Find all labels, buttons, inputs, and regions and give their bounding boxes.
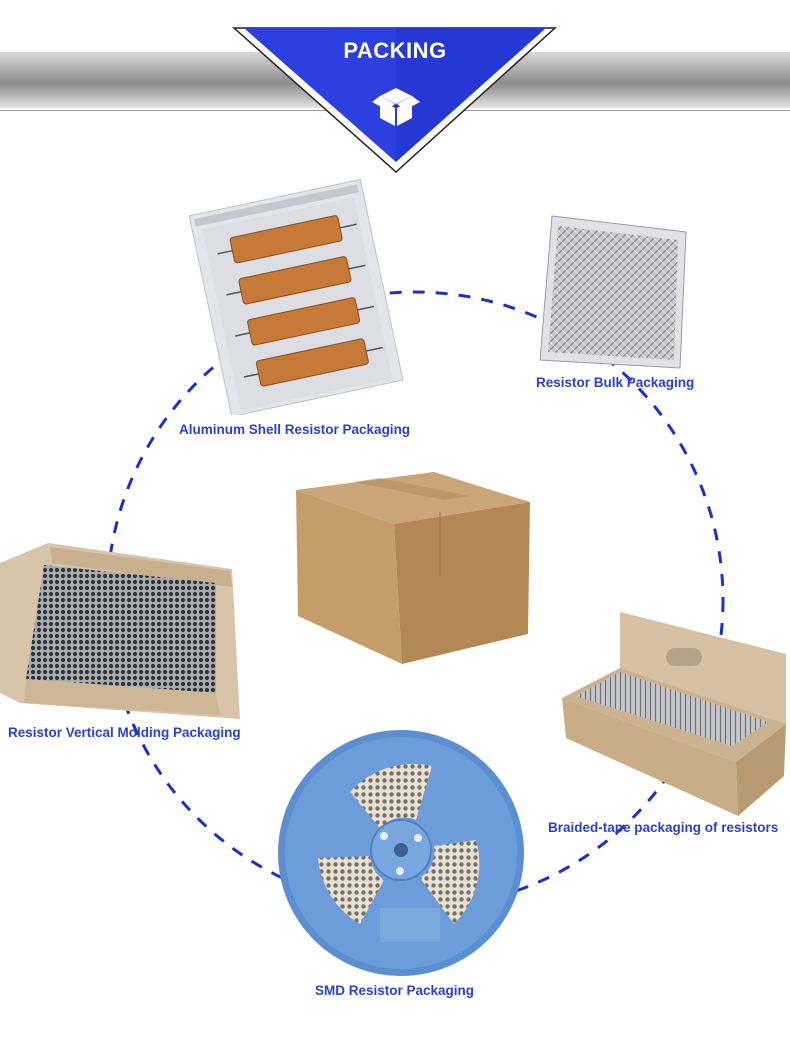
caption-aluminum-shell: Aluminum Shell Resistor Packaging <box>179 422 411 437</box>
resistor-vertical-molding-tray-image <box>0 543 240 719</box>
resistor-bulk-bag-image <box>539 215 687 369</box>
caption-smd: SMD Resistor Packaging <box>315 983 475 998</box>
caption-vertical-molding: Resistor Vertical Molding Packaging <box>8 725 241 740</box>
page-title: PACKING <box>343 38 447 63</box>
smd-resistor-reel-image <box>278 730 524 976</box>
cardboard-box-icon <box>296 472 530 664</box>
braided-tape-box-image <box>562 612 786 816</box>
caption-bulk: Resistor Bulk Packaging <box>536 375 695 390</box>
aluminum-shell-resistor-bag-image <box>188 178 404 415</box>
box-icon <box>372 88 420 126</box>
caption-braided-tape: Braided-tape packaging of resistors <box>548 820 779 835</box>
